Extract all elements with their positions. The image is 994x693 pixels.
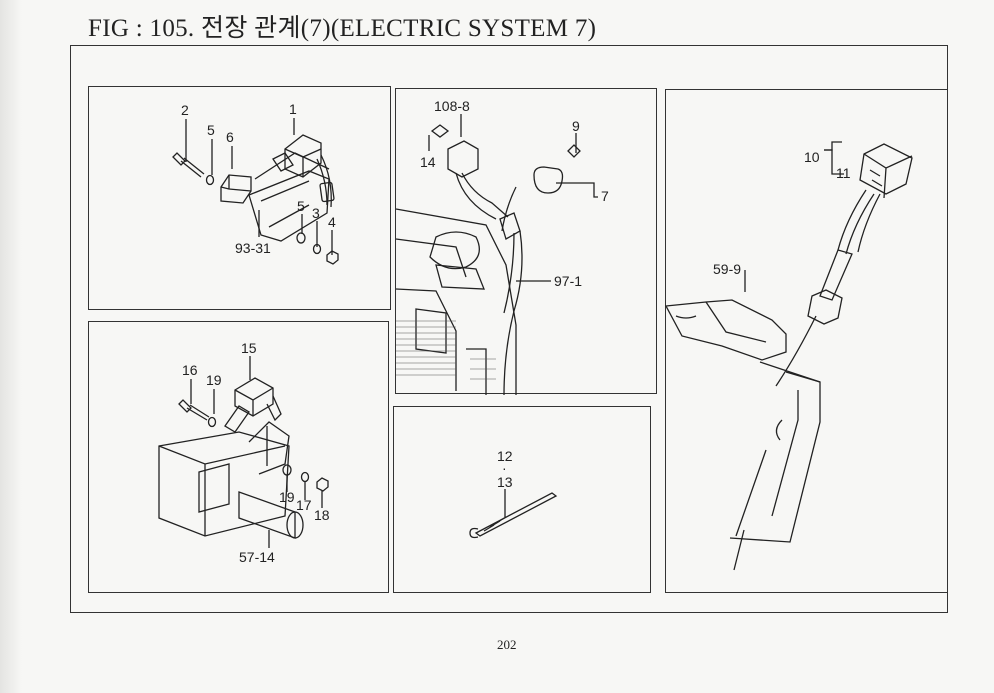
callout-16: 16	[182, 362, 198, 378]
switch-bracket-drawing: 1 2 5 6 5 3 4 93-31	[172, 101, 339, 265]
callout-7: 7	[601, 188, 609, 204]
callout-10: 10	[804, 149, 820, 165]
figure-title: FIG : 105. 전장 관계(7)(ELECTRIC SYSTEM 7)	[88, 15, 597, 42]
panel-top-middle: 108-8 14 9 7 97-1	[395, 88, 657, 396]
panel-right: 10 11 59-9	[664, 89, 948, 593]
callout-5: 5	[207, 122, 215, 138]
frame-harness-drawing: 10 11 59-9	[664, 141, 913, 571]
callout-15: 15	[241, 340, 257, 356]
panel-bottom-left: 15 16 19 19 17 18 57-14	[88, 321, 389, 593]
panel-bottom-middle: 12 · 13	[393, 406, 651, 593]
cable-tie-drawing: 12 · 13	[469, 448, 558, 539]
callout-19b: 19	[279, 489, 295, 505]
page-number: 202	[497, 637, 517, 652]
callout-14: 14	[420, 154, 436, 170]
callout-59-9: 59-9	[713, 261, 741, 277]
callout-93-31: 93-31	[235, 240, 271, 256]
callout-6: 6	[226, 129, 234, 145]
callout-57-14: 57-14	[239, 549, 275, 565]
scan-binding-edge	[0, 0, 22, 693]
panel-top-left: 1 2 5 6 5 3 4 93-31	[88, 86, 391, 310]
callout-9: 9	[572, 118, 580, 134]
callout-4: 4	[328, 214, 336, 230]
callout-1: 1	[289, 101, 297, 117]
callout-dot: ·	[502, 460, 507, 476]
column-switch-drawing: 15 16 19 19 17 18 57-14	[158, 340, 330, 565]
callout-17: 17	[296, 497, 312, 513]
callout-3: 3	[312, 205, 320, 221]
callout-11: 11	[836, 165, 851, 181]
callout-12: 12	[497, 448, 513, 464]
relay-harness-drawing: 108-8 14 9 7 97-1	[395, 98, 609, 396]
callout-97-1: 97-1	[554, 273, 582, 289]
callout-2: 2	[181, 102, 189, 118]
callout-18: 18	[314, 507, 330, 523]
callout-108-8: 108-8	[434, 98, 470, 114]
callout-13: 13	[497, 474, 513, 490]
callout-19: 19	[206, 372, 222, 388]
callout-5b: 5	[297, 198, 305, 214]
